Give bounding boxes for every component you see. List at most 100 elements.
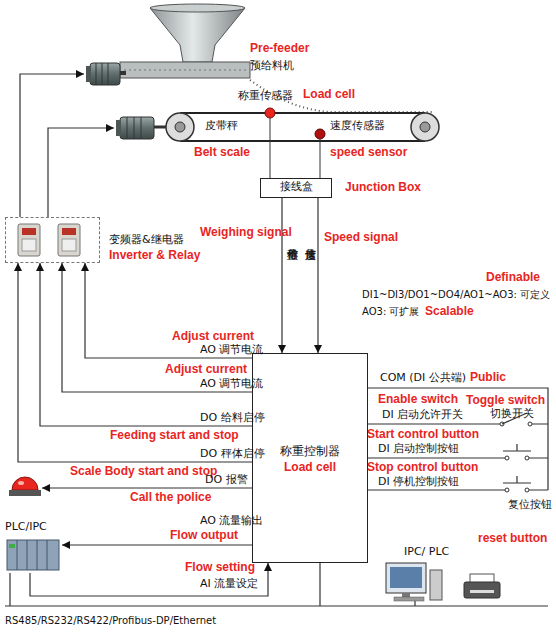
annotation-label: RS485/RS232/RS422/Profibus-DP/Ethernet [5,615,216,627]
node-title: 接线盒 [261,181,331,194]
translation-label: Flow output [170,529,238,543]
printer-symbol [464,582,500,598]
annotation-label: 皮带秤 [205,120,238,133]
motor-icon [90,63,120,85]
inverter-group: 变频器&继电器Inverter & Relay [5,217,100,263]
plc-device: PLC/IPC [5,537,62,573]
inverter-symbol [18,224,40,256]
printer-symbol [464,574,500,598]
translation-label: Start control button [367,428,479,442]
switch-wire [368,423,548,424]
alarm-wire [42,487,252,488]
inverter-symbol [18,224,80,256]
plc-symbol [7,540,59,570]
translation-label: Stop control button [367,461,478,475]
drive-wire [48,128,114,217]
annotation-label: COM (DI 公共端) [380,372,466,385]
motor-icon [96,63,108,85]
annotation-label: DI 停机控制按钮 [378,476,459,489]
switch-wire [503,476,531,483]
computer-symbol [386,563,426,593]
translation-label: Belt scale [194,146,250,160]
hopper-illustration [124,70,246,71]
motor-icon [86,63,126,85]
annotation-label: AO3: 可扩展 [362,306,419,318]
translation-label: Speed signal [324,231,398,245]
alarm-light [12,477,38,490]
sensor-symbol [265,108,325,139]
belt-scale-illustration [175,122,185,132]
sensor-symbol [265,108,275,118]
computer-symbol [390,567,422,588]
node-subtitle: Junction Box [345,181,421,195]
motor-icon [120,117,154,139]
switch-wire [368,457,548,458]
translation-label: Feeding start and stop [110,429,239,443]
motor-icon [116,120,121,136]
motor-icon [127,117,141,139]
switch-wire [368,388,548,490]
belt-scale-illustration [411,113,439,141]
hopper-illustration [150,4,245,12]
annotation-label: 复位按钮 [508,499,552,512]
signal-connector [62,544,252,545]
translation-label: Scalable [425,305,474,319]
inverter-symbol [62,239,76,251]
node-title: 称重控制器 [253,445,367,459]
computer-symbol [394,597,424,601]
annotation-label: DO 秤体启停 [200,448,265,461]
switch-wire [368,489,548,490]
signal-connector [18,263,252,462]
annotation-label: 称重传感器 [238,90,293,103]
motor-icon [86,66,91,82]
translation-label: reset button [478,532,547,546]
motor-icon [120,71,126,75]
computer-symbol [386,563,442,601]
signal-connector [281,198,282,353]
computer-symbol [430,570,442,600]
annotation-label: AI 流量设定 [200,578,258,591]
annotation-label: DI1~DI3/DO1~DO4/AO1~AO3: 可定义 [362,289,550,301]
hopper-illustration [120,62,250,78]
annotation-label: AO 流量输出 [200,515,264,528]
switch-wire [528,422,532,426]
drive-wire [20,74,84,217]
node-title: 变频器&继电器 [109,234,184,247]
translation-label: Toggle switch [466,394,545,408]
switch-wire [368,388,548,492]
motor-icon [116,117,166,139]
bus-wire [5,563,548,606]
signal-connector [317,198,318,353]
translation-label: Public [470,371,506,385]
controller-box: 称重控制器Load cell [252,353,368,563]
computer-symbol [402,593,410,597]
annotation-label: DO 报警 [205,474,248,487]
hopper-illustration [120,4,250,78]
annotation-label: 预给料机 [250,60,294,73]
translation-label: Weighing signal [200,226,292,240]
switch-wire [525,456,529,460]
node-title: PLC/IPC [5,521,47,534]
switch-wire [505,456,509,460]
translation-label: Adjust current [172,330,254,344]
annotation-label: 速度传感器 [330,120,385,133]
alarm-light [9,490,41,496]
annotation-label: AO 调节电流 [200,344,264,357]
inverter-symbol [22,239,36,251]
drive-wire [20,74,114,217]
switch-wire [505,488,509,492]
annotation-label: DI 启动控制按钮 [378,443,459,456]
translation-label: Adjust current [165,363,247,377]
inverter-symbol [58,224,80,256]
belt-scale-illustration [166,113,439,141]
ipc-device: IPC/ PLC [382,560,446,602]
belt-scale-illustration [166,113,194,141]
inverter-symbol [62,228,76,235]
translation-label: Enable switch [378,393,458,407]
bus-wire [5,605,548,606]
alarm-light [18,481,24,485]
annotation-label: 切换开关 [490,408,534,421]
switch-wire [525,488,529,492]
annotation-label: DI 启动允许开关 [382,409,463,422]
translation-label: speed sensor [330,146,407,160]
